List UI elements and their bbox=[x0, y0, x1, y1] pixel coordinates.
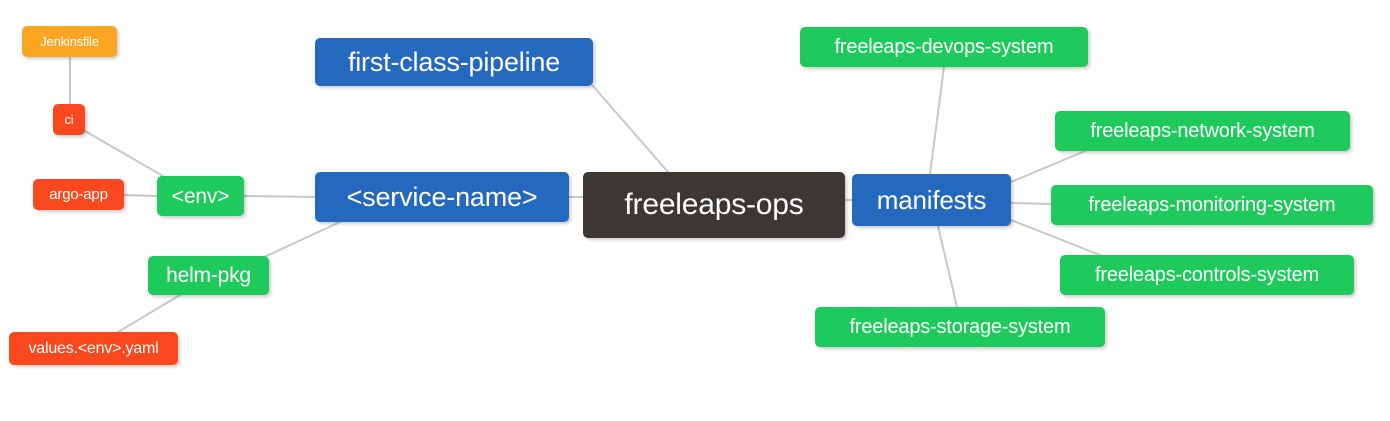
mindmap-node-label: freeleaps-controls-system bbox=[1095, 264, 1319, 286]
mindmap-node-ci[interactable]: ci bbox=[53, 104, 85, 135]
mindmap-node-label: freeleaps-storage-system bbox=[849, 316, 1071, 338]
mindmap-node-label: freeleaps-devops-system bbox=[834, 36, 1054, 58]
mindmap-node-label: values.<env>.yaml bbox=[28, 339, 159, 357]
mindmap-node-first-class-pipeline[interactable]: first-class-pipeline bbox=[315, 38, 593, 86]
edge-manifests-to-freeleaps-devops-system bbox=[929, 66, 945, 175]
mindmap-node-service-name[interactable]: <service-name> bbox=[315, 172, 569, 222]
mindmap-node-env[interactable]: <env> bbox=[157, 176, 244, 216]
mindmap-node-label: freeleaps-ops bbox=[624, 188, 804, 221]
mindmap-node-label: Jenkinsfile bbox=[40, 34, 99, 49]
edge-manifests-to-freeleaps-controls-system bbox=[1010, 219, 1101, 256]
edge-helm-pkg-to-service-name bbox=[261, 221, 341, 259]
mindmap-node-argo-app[interactable]: argo-app bbox=[33, 179, 124, 210]
edge-first-class-pipeline-to-freeleaps-ops bbox=[592, 85, 669, 173]
mindmap-node-label: ci bbox=[64, 112, 74, 127]
mindmap-node-manifests[interactable]: manifests bbox=[852, 174, 1011, 226]
mindmap-node-freeleaps-ops[interactable]: freeleaps-ops bbox=[583, 172, 845, 238]
edge-ci-to-env bbox=[84, 130, 164, 177]
mindmap-node-label: argo-app bbox=[49, 186, 108, 203]
mindmap-node-freeleaps-network-system[interactable]: freeleaps-network-system bbox=[1055, 111, 1350, 151]
mindmap-node-label: manifests bbox=[876, 185, 987, 215]
mindmap-node-freeleaps-monitoring-system[interactable]: freeleaps-monitoring-system bbox=[1051, 185, 1373, 225]
mindmap-node-label: <service-name> bbox=[346, 181, 538, 212]
mindmap-node-freeleaps-devops-system[interactable]: freeleaps-devops-system bbox=[800, 27, 1088, 67]
mindmap-node-freeleaps-controls-system[interactable]: freeleaps-controls-system bbox=[1060, 255, 1354, 295]
edge-env-to-service-name bbox=[243, 195, 316, 198]
mindmap-node-label: freeleaps-monitoring-system bbox=[1088, 194, 1336, 216]
edge-manifests-to-freeleaps-storage-system bbox=[937, 225, 958, 308]
mindmap-node-jenkinsfile[interactable]: Jenkinsfile bbox=[22, 26, 117, 57]
edge-manifests-to-freeleaps-network-system bbox=[1010, 150, 1086, 183]
mindmap-node-label: <env> bbox=[171, 184, 230, 208]
mindmap-node-label: first-class-pipeline bbox=[347, 46, 561, 77]
edge-argo-app-to-env bbox=[123, 194, 158, 197]
mindmap-node-label: helm-pkg bbox=[166, 264, 251, 287]
mindmap-node-freeleaps-storage-system[interactable]: freeleaps-storage-system bbox=[815, 307, 1105, 347]
mindmap-node-helm-pkg[interactable]: helm-pkg bbox=[148, 256, 269, 295]
edge-values-env-yaml-to-helm-pkg bbox=[117, 294, 181, 333]
edge-manifests-to-freeleaps-monitoring-system bbox=[1010, 202, 1052, 205]
mindmap-node-values-env-yaml[interactable]: values.<env>.yaml bbox=[9, 332, 178, 365]
mindmap-node-label: freeleaps-network-system bbox=[1090, 120, 1315, 142]
